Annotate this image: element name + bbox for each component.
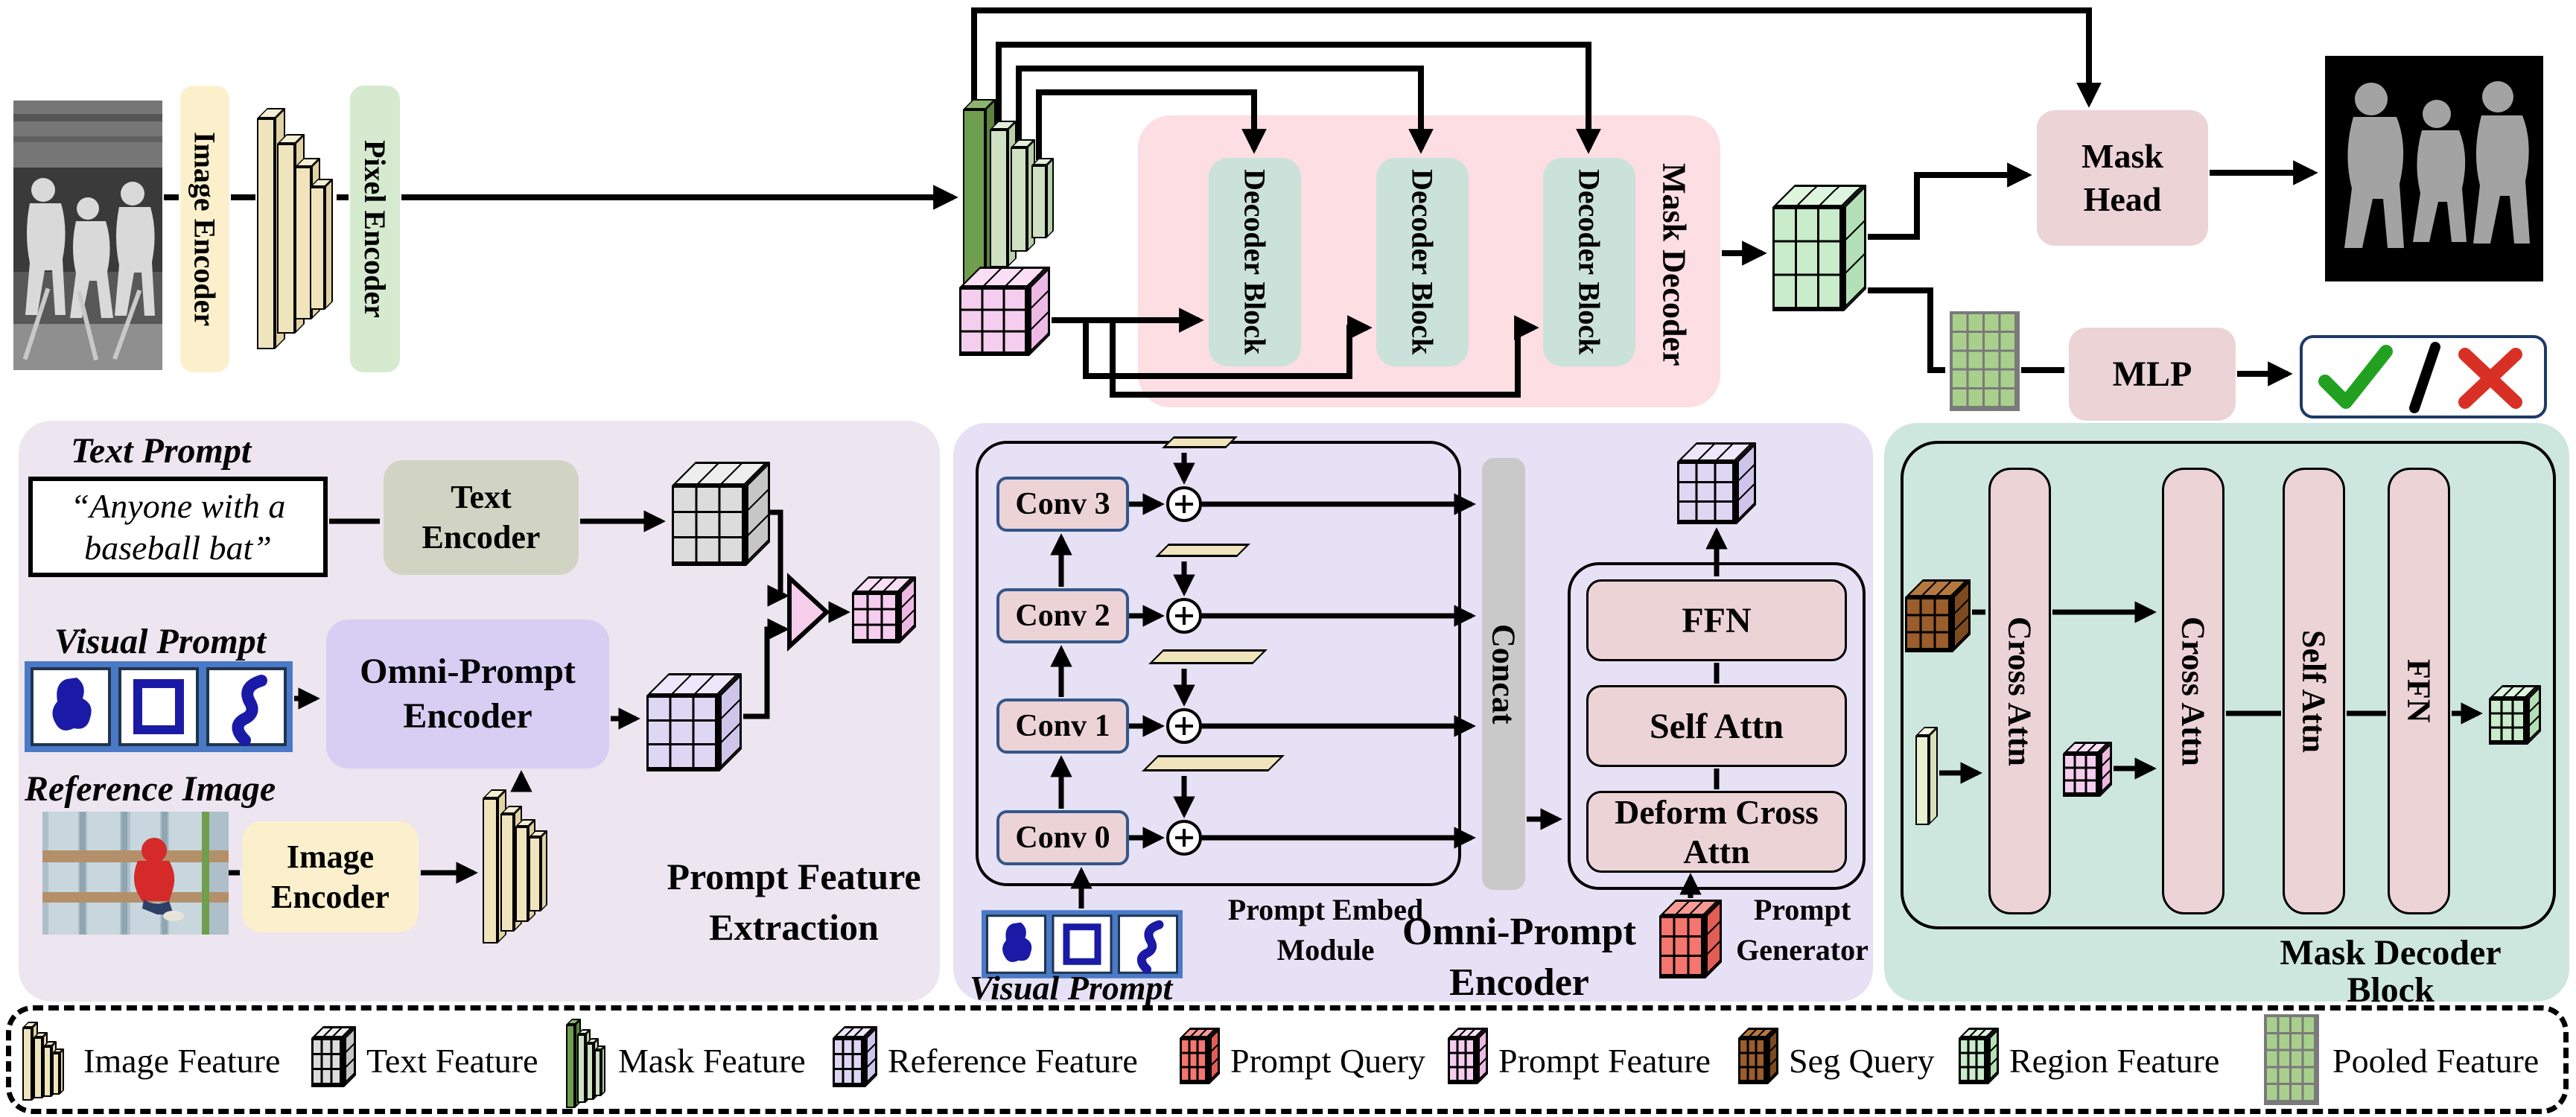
pooled-feature-grid-icon xyxy=(2264,1014,2319,1105)
pooled-feature-grid xyxy=(1950,311,2020,411)
visual-prompt-icons xyxy=(25,661,293,752)
visual-prompt-icons-small xyxy=(982,910,1183,978)
decoder-block-3: Decoder Block xyxy=(1543,158,1635,366)
box-prompt-icon xyxy=(133,679,184,734)
pixel-encoder-box: Pixel Encoder xyxy=(350,86,400,372)
ref-image-encoder-box: Image Encoder xyxy=(242,821,419,932)
feature-plate-0 xyxy=(1142,755,1285,771)
mask-head-box: Mask Head xyxy=(2037,110,2208,246)
feature-plate-3 xyxy=(1162,436,1238,448)
conv0-box: Conv 0 xyxy=(996,810,1129,865)
text-encoder-box: Text Encoder xyxy=(384,460,579,575)
mask-prompt-icon xyxy=(1002,922,1032,962)
visual-prompt-label-small: Visual Prompt xyxy=(970,969,1173,1007)
concat-bar: Concat xyxy=(1482,458,1525,890)
reference-image xyxy=(42,812,229,935)
check-icon xyxy=(2318,345,2393,409)
omni-panel-title-line1: Omni-Prompt xyxy=(1402,911,1636,953)
deform-cross-attn-box: Deform Cross Attn xyxy=(1586,791,1847,873)
prompt-embed-module-label-line2: Module xyxy=(1276,933,1375,967)
mask-decoder-block-outline xyxy=(1901,441,2556,929)
feature-plate-1 xyxy=(1148,649,1268,664)
feature-plate-2 xyxy=(1155,544,1250,557)
cross-attn-bar-1: Cross Attn xyxy=(1988,468,2051,914)
mask-decoder-label: Mask Decoder xyxy=(1656,162,1693,366)
legend-box xyxy=(6,1005,2569,1114)
cross-icon xyxy=(2458,348,2522,409)
query-image xyxy=(13,101,162,370)
decoder-panel-title-line2: Block xyxy=(2347,970,2435,1010)
slash-icon xyxy=(2409,342,2440,413)
visual-prompt-label: Visual Prompt xyxy=(54,622,267,661)
box-prompt-icon xyxy=(1063,923,1101,965)
self-attn-box-omni: Self Attn xyxy=(1586,685,1847,767)
ffn-box-omni: FFN xyxy=(1586,579,1847,661)
prompt-embed-module-label-line1: Prompt Embed xyxy=(1227,893,1424,926)
mask-prompt-icon xyxy=(52,678,92,731)
image-encoder-box: Image Encoder xyxy=(180,86,229,372)
scribble-prompt-icon xyxy=(1136,920,1164,974)
conv2-box: Conv 2 xyxy=(996,588,1129,643)
prompt-generator-label-line2: Generator xyxy=(1736,933,1869,967)
prompt-panel-title-line2: Extraction xyxy=(709,906,879,948)
text-prompt-box: “Anyone with a baseball bat” xyxy=(28,477,328,577)
conv3-box: Conv 3 xyxy=(996,477,1129,532)
scribble-prompt-icon xyxy=(232,675,267,746)
add-node-icons xyxy=(1166,486,1202,856)
text-prompt-label: Text Prompt xyxy=(71,431,252,471)
conv1-box: Conv 1 xyxy=(996,698,1129,754)
self-attn-bar: Self Attn xyxy=(2283,468,2345,914)
ffn-bar: FFN xyxy=(2388,468,2450,914)
omni-panel-title-line2: Encoder xyxy=(1449,961,1589,1004)
reference-image-label: Reference Image xyxy=(25,769,276,809)
decoder-panel-title-line1: Mask Decoder xyxy=(2280,933,2502,973)
match-indicator-box xyxy=(2300,335,2547,419)
merge-triangle-icon xyxy=(787,573,830,652)
cross-attn-bar-2: Cross Attn xyxy=(2162,468,2224,914)
prompt-generator-label-line1: Prompt xyxy=(1753,893,1851,926)
omni-prompt-encoder-box: Omni-Prompt Encoder xyxy=(326,620,609,768)
child-figure xyxy=(134,838,175,901)
decoder-block-2: Decoder Block xyxy=(1376,158,1469,366)
output-mask-image xyxy=(2325,56,2543,281)
mlp-box: MLP xyxy=(2069,328,2236,421)
prompt-panel-title-line1: Prompt Feature xyxy=(667,856,921,897)
decoder-block-1: Decoder Block xyxy=(1209,158,1301,366)
